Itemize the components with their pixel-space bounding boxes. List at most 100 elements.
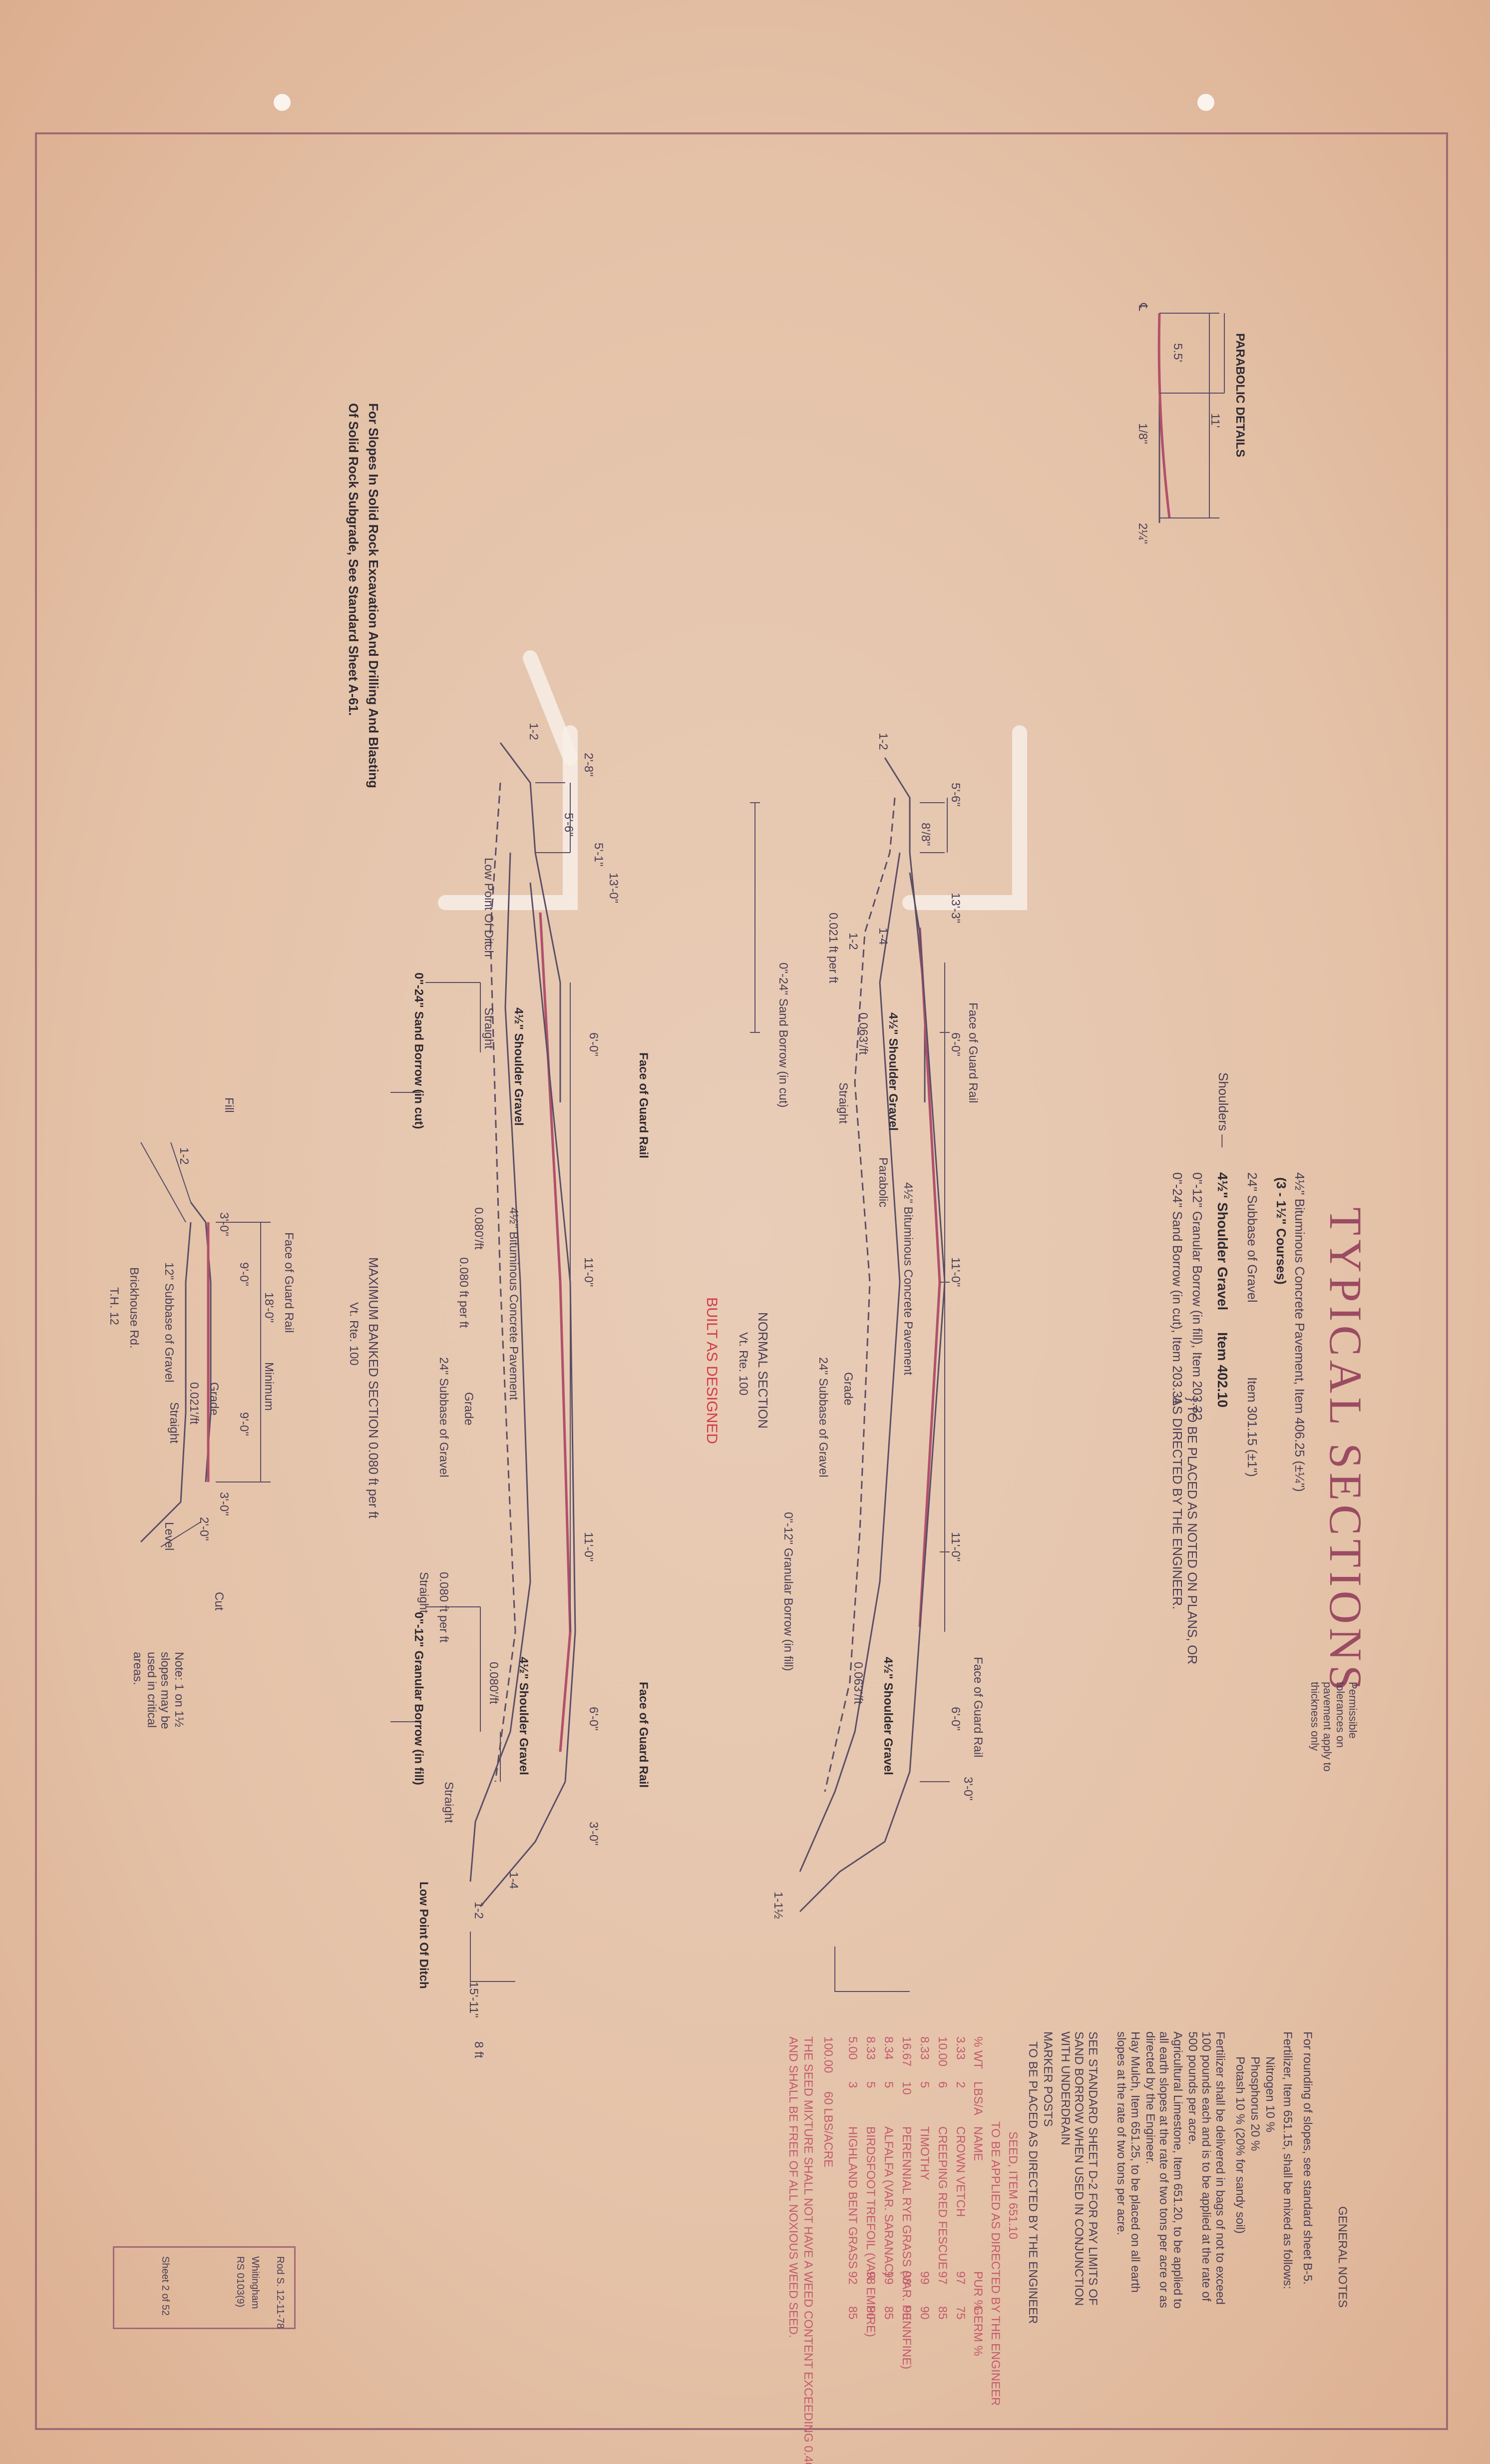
banked-subbase: 24" Subbase of Gravel <box>437 1357 450 1478</box>
brickhouse-face-rail: Face of Guard Rail <box>282 1232 296 1333</box>
seed-cell-germ: 80 <box>864 2306 877 2320</box>
banked-slope-right2: 1-2 <box>472 1901 485 1919</box>
courses-note: (3 - 1½" Courses) <box>1274 1177 1289 1285</box>
banked-slope-12: 1-2 <box>527 722 540 740</box>
parabolic-cl: ℄ <box>1136 303 1149 311</box>
notes-potash: Potash 10 % (20% for sandy soil) <box>1233 2056 1247 2234</box>
seed-col-pur: PUR % <box>971 2271 985 2311</box>
section-linework <box>140 312 1225 1992</box>
normal-grade: Grade <box>841 1372 855 1406</box>
notes-marker-posts: MARKER POSTS <box>1041 2031 1055 2127</box>
brickhouse-slope-12: 1-2 <box>177 1147 191 1165</box>
notes-mulch: Hay Mulch, Item 651.25, to be placed on … <box>1115 2031 1142 2293</box>
normal-bituminous: 4½" Bituminous Concrete Pavement <box>901 1182 915 1375</box>
banked-rate: 0.080 ft per ft <box>457 1257 470 1328</box>
seed-cell-name: TIMOTHY <box>918 2126 931 2180</box>
parabolic-drop1: 1/8" <box>1136 423 1149 444</box>
seed-note-2: AND SHALL BE FREE OF ALL NOXIOUS WEED SE… <box>786 2036 800 2338</box>
normal-dim-shoulder-r: 6'-0" <box>949 1706 962 1731</box>
seed-cell-name: CREEPING RED FESCUE <box>936 2126 949 2270</box>
banked-straight-r: Straight <box>417 1571 430 1613</box>
seed-cell-name: HIGHLAND BENT GRASS <box>846 2126 859 2269</box>
brickhouse-dim-l: 9'-0" <box>237 1262 251 1286</box>
seed-cell-name: BIRDSFOOT TREFOIL (VAR. EMPIRE) <box>864 2126 877 2337</box>
notes-phosphorus: Phosphorus 20 % <box>1248 2056 1262 2151</box>
normal-dim-ditch: 3'-0" <box>961 1776 975 1801</box>
seed-cell-name: ALFALFA (VAR. SARANAC) <box>882 2126 895 2276</box>
parabolic-width: 11' <box>1208 413 1222 428</box>
banked-shoulder-gravel-r: 4½" Shoulder Gravel <box>517 1656 530 1775</box>
brickhouse-dim-3: 3'-0" <box>217 1212 231 1236</box>
seed-cell-lbs: 3 <box>846 2081 859 2088</box>
brickhouse-subbase: 12" Subbase of Gravel <box>162 1262 176 1383</box>
normal-slope-shoulder-l: 0.063'/ft <box>856 1012 870 1055</box>
title-block-rev: Rod S. 12-11-78 <box>275 2256 286 2329</box>
banked-sand-borrow: 0"-24" Sand Borrow (in cut) <box>412 972 425 1129</box>
seed-cell-name: PERENNIAL RYE GRASS (VAR. PENNFINE) <box>900 2126 913 2369</box>
seed-cell-lbs: 6 <box>936 2081 949 2088</box>
normal-face-rail-l: Face of Guard Rail <box>966 1002 980 1103</box>
notes-limestone: Agricultural Limestone, Item 651.20, to … <box>1143 2031 1184 2309</box>
normal-granular: 0"-12" Granular Borrow (in fill) <box>781 1511 795 1671</box>
banked-face-rail-l: Face of Guard Rail <box>637 1052 650 1158</box>
normal-rate: 0.021 ft per ft <box>826 912 840 983</box>
banked-face-rail-r: Face of Guard Rail <box>637 1681 650 1788</box>
notes-bags: Fertilizer shall be delivered in bags of… <box>1185 2031 1227 2305</box>
normal-shoulder-gravel-l: 4½" Shoulder Gravel <box>886 1012 900 1131</box>
banked-section-lines <box>390 742 576 1982</box>
chalk-mark <box>438 725 578 910</box>
title-note: Permissible tolerances on pavement apply… <box>1309 1681 1359 1772</box>
seed-cell-wt: 10.00 <box>936 2036 949 2066</box>
seed-cell-wt: 3.33 <box>954 2036 967 2060</box>
banked-dim-right: 15'-11" <box>467 1981 480 2018</box>
brickhouse-note: Note: 1 on 1½ slopes may be used in crit… <box>131 1651 186 1729</box>
seed-cell-wt: 8.33 <box>918 2036 931 2060</box>
rock-slope-note-1: For Slopes In Solid Rock Excavation And … <box>366 403 381 788</box>
seed-cell-germ: 75 <box>954 2306 967 2320</box>
brickhouse-grade: Grade <box>207 1382 221 1416</box>
title-block-town: Whitingham <box>250 2256 261 2309</box>
seed-cell-germ: 85 <box>936 2306 949 2320</box>
seed-cell-pur: 92 <box>846 2271 859 2285</box>
banked-dim-2: 5'-1" <box>592 842 605 867</box>
banked-straight-shoulder-r: Straight <box>442 1781 455 1823</box>
banked-dim-left: 2'-8" <box>582 752 595 777</box>
seed-cell-wt: 5.00 <box>846 2036 859 2060</box>
seed-cell-lbs: 2 <box>954 2081 967 2088</box>
normal-slope-14: 1-4 <box>876 927 890 945</box>
brickhouse-dim-2: 2'-0" <box>197 1516 211 1541</box>
shoulders-label: Shoulders — <box>1216 1072 1231 1147</box>
drawing-title: TYPICAL SECTIONS <box>1320 1207 1371 1695</box>
seed-cell-pur: 98 <box>900 2271 913 2285</box>
seed-cell-pur: 98 <box>864 2271 877 2285</box>
brickhouse-minimum: Minimum <box>262 1362 276 1411</box>
parabolic-title: PARABOLIC DETAILS <box>1233 333 1247 457</box>
notes-fertilizer: Fertilizer, Item 651.15, shall be mixed … <box>1281 2031 1294 2289</box>
subbase-note: 24" Subbase of Gravel <box>1245 1172 1260 1303</box>
brickhouse-dim-3r: 3'-0" <box>217 1491 231 1516</box>
banked-dim-ditch: 13'-0" <box>607 872 620 903</box>
seed-cell-germ: 90 <box>918 2306 931 2320</box>
normal-parabolic: Parabolic <box>876 1157 890 1207</box>
seed-col-kt: % WT <box>971 2036 985 2069</box>
normal-slope-shoulder-r: 0.063'/ft <box>851 1661 865 1704</box>
normal-dim-left: 5'-6" <box>949 782 962 807</box>
normal-slope-right: 1-1½ <box>771 1891 785 1919</box>
seed-cell-wt: 8.34 <box>882 2036 895 2060</box>
seed-total: 100.00 <box>821 2036 835 2073</box>
parabolic-detail-lines <box>1157 312 1225 523</box>
brickhouse-level: Level <box>162 1521 176 1550</box>
seed-cell-pur: 99 <box>882 2271 895 2285</box>
rotated-drawing: TYPICAL SECTIONS Permissible tolerances … <box>71 133 1419 2464</box>
banked-slope-right: 1-4 <box>507 1871 520 1889</box>
normal-subbase: 24" Subbase of Gravel <box>816 1357 830 1478</box>
banked-section-route: Vt. Rte. 100 <box>347 1302 361 1366</box>
title-block <box>113 2246 296 2329</box>
normal-dim-lane-l: 11'-0" <box>949 1257 962 1287</box>
shoulder-item: Item 402.10 <box>1215 1332 1230 1408</box>
seed-cell-lbs: 5 <box>918 2081 931 2088</box>
normal-section-route: Vt. Rte. 100 <box>737 1332 750 1396</box>
normal-dim-2: 13'-3" <box>949 892 962 923</box>
seed-cell-lbs: 5 <box>864 2081 877 2088</box>
notes-standard-sheet: SEE STANDARD SHEET D-2 FOR PAY LIMITS OF… <box>1058 2031 1100 2306</box>
